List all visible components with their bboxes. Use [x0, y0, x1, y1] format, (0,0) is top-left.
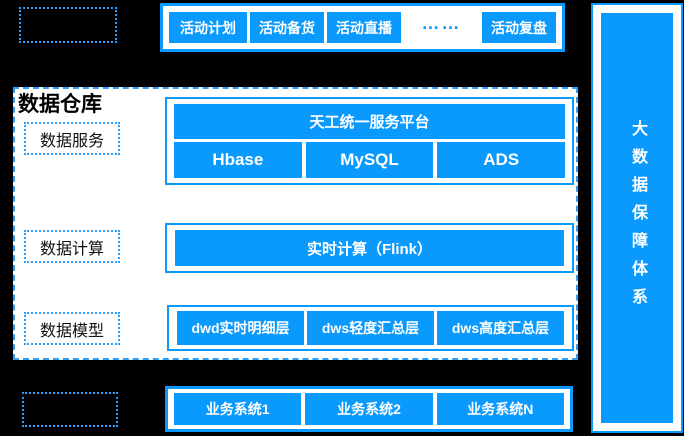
row-label-data-service: 数据服务: [24, 122, 120, 155]
panel-title: 数据仓库: [18, 93, 102, 116]
activity-stages-bar: 活动计划 活动备货 活动直播 …… 活动复盘: [160, 3, 565, 52]
activity-live-box: 活动直播: [327, 12, 401, 43]
data-service-group: 天工统一服务平台 Hbase MySQL ADS: [165, 97, 574, 185]
top-left-placeholder-box: [19, 7, 117, 43]
row-label-data-compute: 数据计算: [24, 230, 120, 263]
business-system-2-box: 业务系统2: [305, 393, 433, 425]
activity-plan-box: 活动计划: [169, 12, 247, 43]
bottom-left-placeholder-box: [22, 392, 118, 427]
pillar-fill: 大数据保障体系: [601, 13, 673, 423]
big-data-guarantee-pillar: 大数据保障体系: [591, 3, 683, 433]
pillar-label: 大数据保障体系: [629, 120, 646, 316]
dws-high-summary-layer-box: dws高度汇总层: [437, 311, 564, 345]
unified-service-platform-bar: 天工统一服务平台: [174, 104, 565, 139]
store-hbase-box: Hbase: [174, 142, 302, 178]
business-system-1-box: 业务系统1: [174, 393, 302, 425]
activity-stock-box: 活动备货: [250, 12, 324, 43]
store-mysql-box: MySQL: [305, 142, 434, 178]
service-stores-row: Hbase MySQL ADS: [174, 142, 566, 178]
data-compute-group: 实时计算（Flink）: [165, 223, 574, 273]
dwd-detail-layer-box: dwd实时明细层: [177, 311, 304, 345]
data-warehouse-panel: 数据仓库 数据服务 天工统一服务平台 Hbase MySQL ADS 数据计算 …: [13, 87, 578, 360]
activity-review-box: 活动复盘: [482, 12, 556, 43]
store-ads-box: ADS: [437, 142, 566, 178]
data-model-group: dwd实时明细层 dws轻度汇总层 dws高度汇总层: [167, 305, 574, 351]
business-system-n-box: 业务系统N: [436, 393, 564, 425]
realtime-flink-bar: 实时计算（Flink）: [175, 230, 564, 266]
row-label-data-model: 数据模型: [24, 312, 120, 345]
business-systems-bar: 业务系统1 业务系统2 业务系统N: [165, 386, 573, 432]
dws-light-summary-layer-box: dws轻度汇总层: [307, 311, 434, 345]
ellipsis-dots: ……: [421, 13, 462, 33]
